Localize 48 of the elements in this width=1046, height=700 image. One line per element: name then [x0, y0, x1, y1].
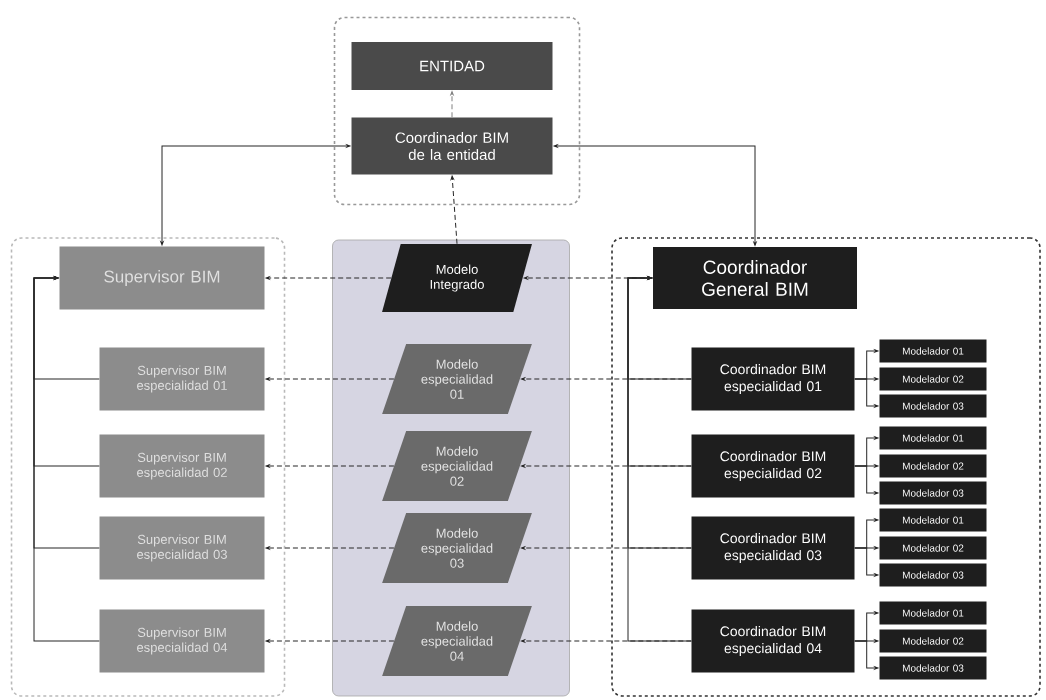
arrow: [265, 276, 392, 280]
model-parallelogram: Modelo especialidad 04: [382, 606, 532, 676]
role-box: Modelador 02: [879, 536, 987, 560]
arrow: [265, 377, 395, 381]
arrow: [627, 276, 692, 642]
role-box: Modelador 03: [879, 394, 987, 418]
role-box: Modelador 03: [879, 656, 987, 680]
role-box: Modelador 02: [879, 454, 987, 478]
group-frame: [611, 237, 1041, 697]
role-box: Modelador 01: [879, 508, 987, 532]
model-parallelogram: Modelo especialidad 03: [382, 513, 532, 583]
role-box: Modelador 01: [879, 426, 987, 450]
role-box: Modelador 01: [879, 601, 987, 625]
role-box: Modelador 01: [879, 339, 987, 363]
role-box: ENTIDAD: [351, 42, 553, 90]
role-box: Modelador 02: [879, 367, 987, 391]
role-box: Coordinador General BIM: [653, 247, 857, 309]
role-box: Supervisor BIM: [59, 246, 265, 310]
role-box: Supervisor BIM especialidad 02: [99, 434, 265, 498]
arrow: [854, 378, 879, 408]
arrow: [33, 276, 100, 642]
role-box: Modelador 02: [879, 629, 987, 653]
arrow: [450, 175, 458, 245]
arrow: [854, 640, 879, 670]
role-box: Supervisor BIM especialidad 04: [99, 609, 265, 673]
arrow: [265, 546, 395, 550]
group-frame: [10, 237, 286, 697]
role-box: Coordinador BIM de la entidad: [351, 117, 553, 175]
arrow: [160, 144, 351, 246]
role-box: Coordinador BIM especialidad 03: [691, 516, 855, 580]
model-parallelogram: Modelo especialidad 02: [382, 431, 532, 501]
role-box: Modelador 03: [879, 481, 987, 505]
role-box: Supervisor BIM especialidad 01: [99, 347, 265, 411]
arrow: [265, 639, 395, 643]
arrow: [523, 276, 654, 280]
arrow: [553, 144, 757, 246]
role-box: Modelador 03: [879, 563, 987, 587]
role-box: Coordinador BIM especialidad 04: [691, 609, 855, 673]
arrow: [854, 547, 879, 577]
model-parallelogram: Modelo especialidad 01: [382, 344, 532, 414]
model-parallelogram: Modelo Integrado: [382, 244, 532, 312]
arrow: [854, 465, 879, 495]
role-box: Coordinador BIM especialidad 02: [691, 434, 855, 498]
arrow: [265, 464, 395, 468]
arrow: [450, 91, 454, 118]
role-box: Coordinador BIM especialidad 01: [691, 347, 855, 411]
role-box: Supervisor BIM especialidad 03: [99, 516, 265, 580]
group-frame: [333, 16, 581, 206]
